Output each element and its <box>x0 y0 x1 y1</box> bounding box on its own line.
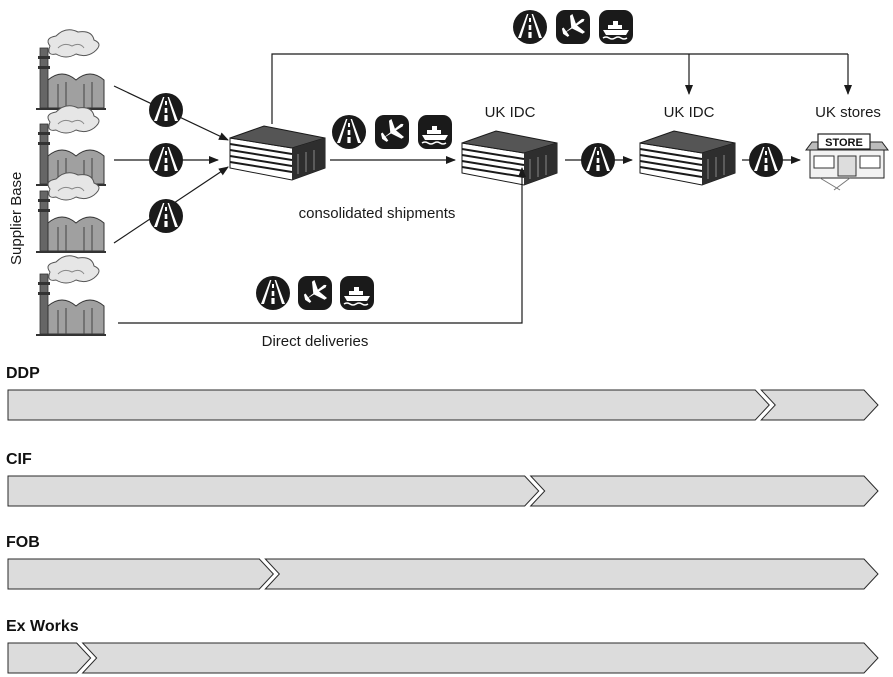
buyer-responsibility-segment <box>529 475 879 507</box>
store-sign-text: STORE <box>825 137 863 149</box>
buyer-responsibility-segment <box>264 558 879 590</box>
warehouse-icon <box>229 125 326 181</box>
road-icon <box>149 143 183 177</box>
road-icon <box>332 115 366 149</box>
store-icon: STORE <box>805 133 889 191</box>
plane-icon <box>298 275 333 310</box>
seller-responsibility-segment <box>7 642 92 674</box>
uk-idc-label: UK IDC <box>664 104 715 121</box>
plane-icon <box>556 9 591 44</box>
ship-icon <box>598 9 634 45</box>
consolidated-label: consolidated shipments <box>299 205 456 222</box>
factory-icon <box>35 29 107 111</box>
road-icon <box>513 10 547 44</box>
road-icon <box>149 93 183 127</box>
seller-responsibility-segment <box>7 389 770 421</box>
buyer-responsibility-segment <box>760 389 879 421</box>
road-icon <box>749 143 783 177</box>
road-icon <box>149 199 183 233</box>
incoterm-label: CIF <box>6 451 32 468</box>
plane-icon <box>375 114 410 149</box>
incoterm-label: FOB <box>6 534 40 551</box>
incoterm-bands: DDP CIF FOB Ex Works <box>6 365 879 674</box>
road-icon <box>256 276 290 310</box>
supplier-base-label: Supplier Base <box>8 172 25 265</box>
top-route-line <box>271 53 848 124</box>
seller-responsibility-segment <box>7 475 540 507</box>
direct-delivery-line <box>118 167 526 324</box>
warehouse-icon <box>461 130 558 186</box>
direct-deliveries-label: Direct deliveries <box>262 333 369 350</box>
incoterm-label: Ex Works <box>6 618 79 635</box>
ship-icon <box>417 114 453 150</box>
uk-stores-label: UK stores <box>815 104 881 121</box>
ship-icon <box>339 275 375 311</box>
warehouse-icon <box>639 130 736 186</box>
incoterm-label: DDP <box>6 365 40 382</box>
buyer-responsibility-segment <box>81 642 879 674</box>
factory-icon <box>35 255 107 337</box>
road-icon <box>581 143 615 177</box>
seller-responsibility-segment <box>7 558 275 590</box>
uk-idc-label: UK IDC <box>485 104 536 121</box>
